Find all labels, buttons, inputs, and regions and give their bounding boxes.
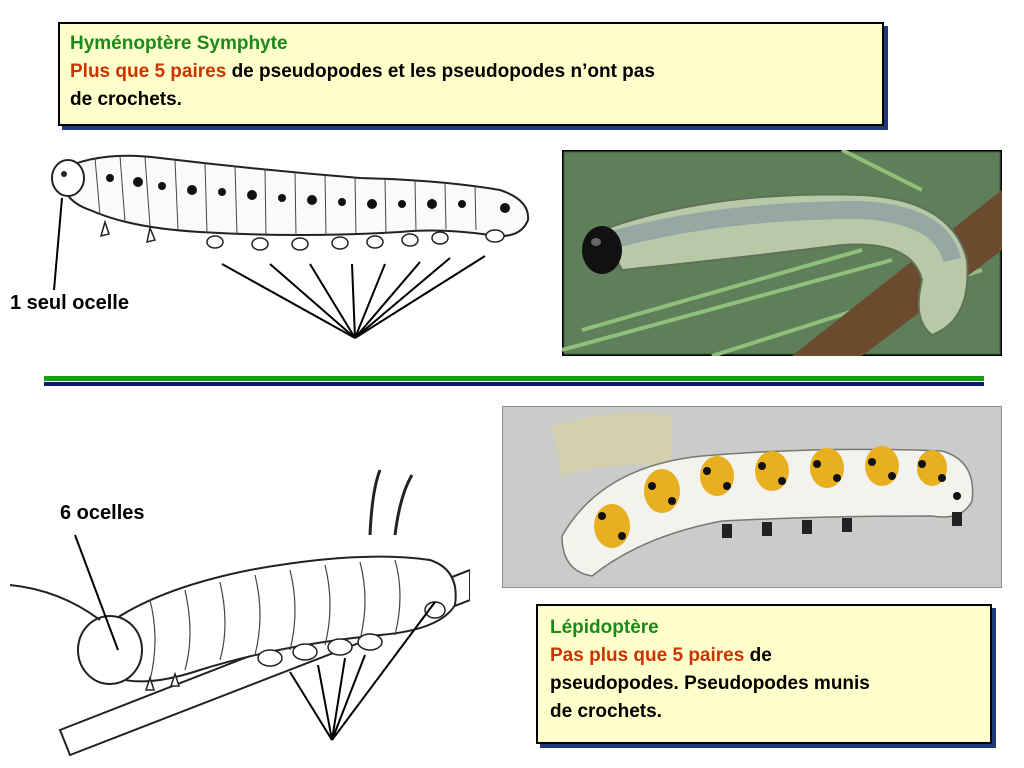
- section-divider-blue: [44, 382, 984, 386]
- sawfly-line-2: de crochets.: [70, 89, 182, 110]
- sawfly-line-1: Plus que 5 paires de pseudopodes et les …: [70, 58, 872, 86]
- lepidoptera-line-1-rest: de: [744, 645, 772, 666]
- lepidoptera-larva-drawing: [9, 469, 470, 757]
- lepidoptera-line-1: Pas plus que 5 paires de: [550, 642, 978, 670]
- lepidoptera-emphasis: Pas plus que 5 paires: [550, 645, 745, 666]
- lepidoptera-line-3: de crochets.: [550, 701, 662, 722]
- sawfly-description-box: Hyménoptère Symphyte Plus que 5 paires d…: [58, 22, 884, 126]
- single-ocellus-label: 1 seul ocelle: [10, 292, 129, 314]
- lepidoptera-line-2: pseudopodes. Pseudopodes munis: [550, 673, 870, 694]
- lepidoptera-heading: Lépidoptère: [550, 617, 659, 638]
- sawfly-larva-drawing: [51, 154, 530, 339]
- sawfly-emphasis: Plus que 5 paires: [70, 61, 227, 82]
- sawfly-heading: Hyménoptère Symphyte: [70, 33, 288, 54]
- lepidoptera-description-box: Lépidoptère Pas plus que 5 paires de pse…: [536, 604, 992, 744]
- lepidoptera-larva-photo: [502, 406, 1002, 588]
- section-divider-green: [44, 376, 984, 381]
- six-ocelli-label: 6 ocelles: [60, 502, 145, 524]
- sawfly-larva-photo: [562, 150, 1002, 356]
- sawfly-line-1-rest: de pseudopodes et les pseudopodes n’ont …: [226, 61, 655, 82]
